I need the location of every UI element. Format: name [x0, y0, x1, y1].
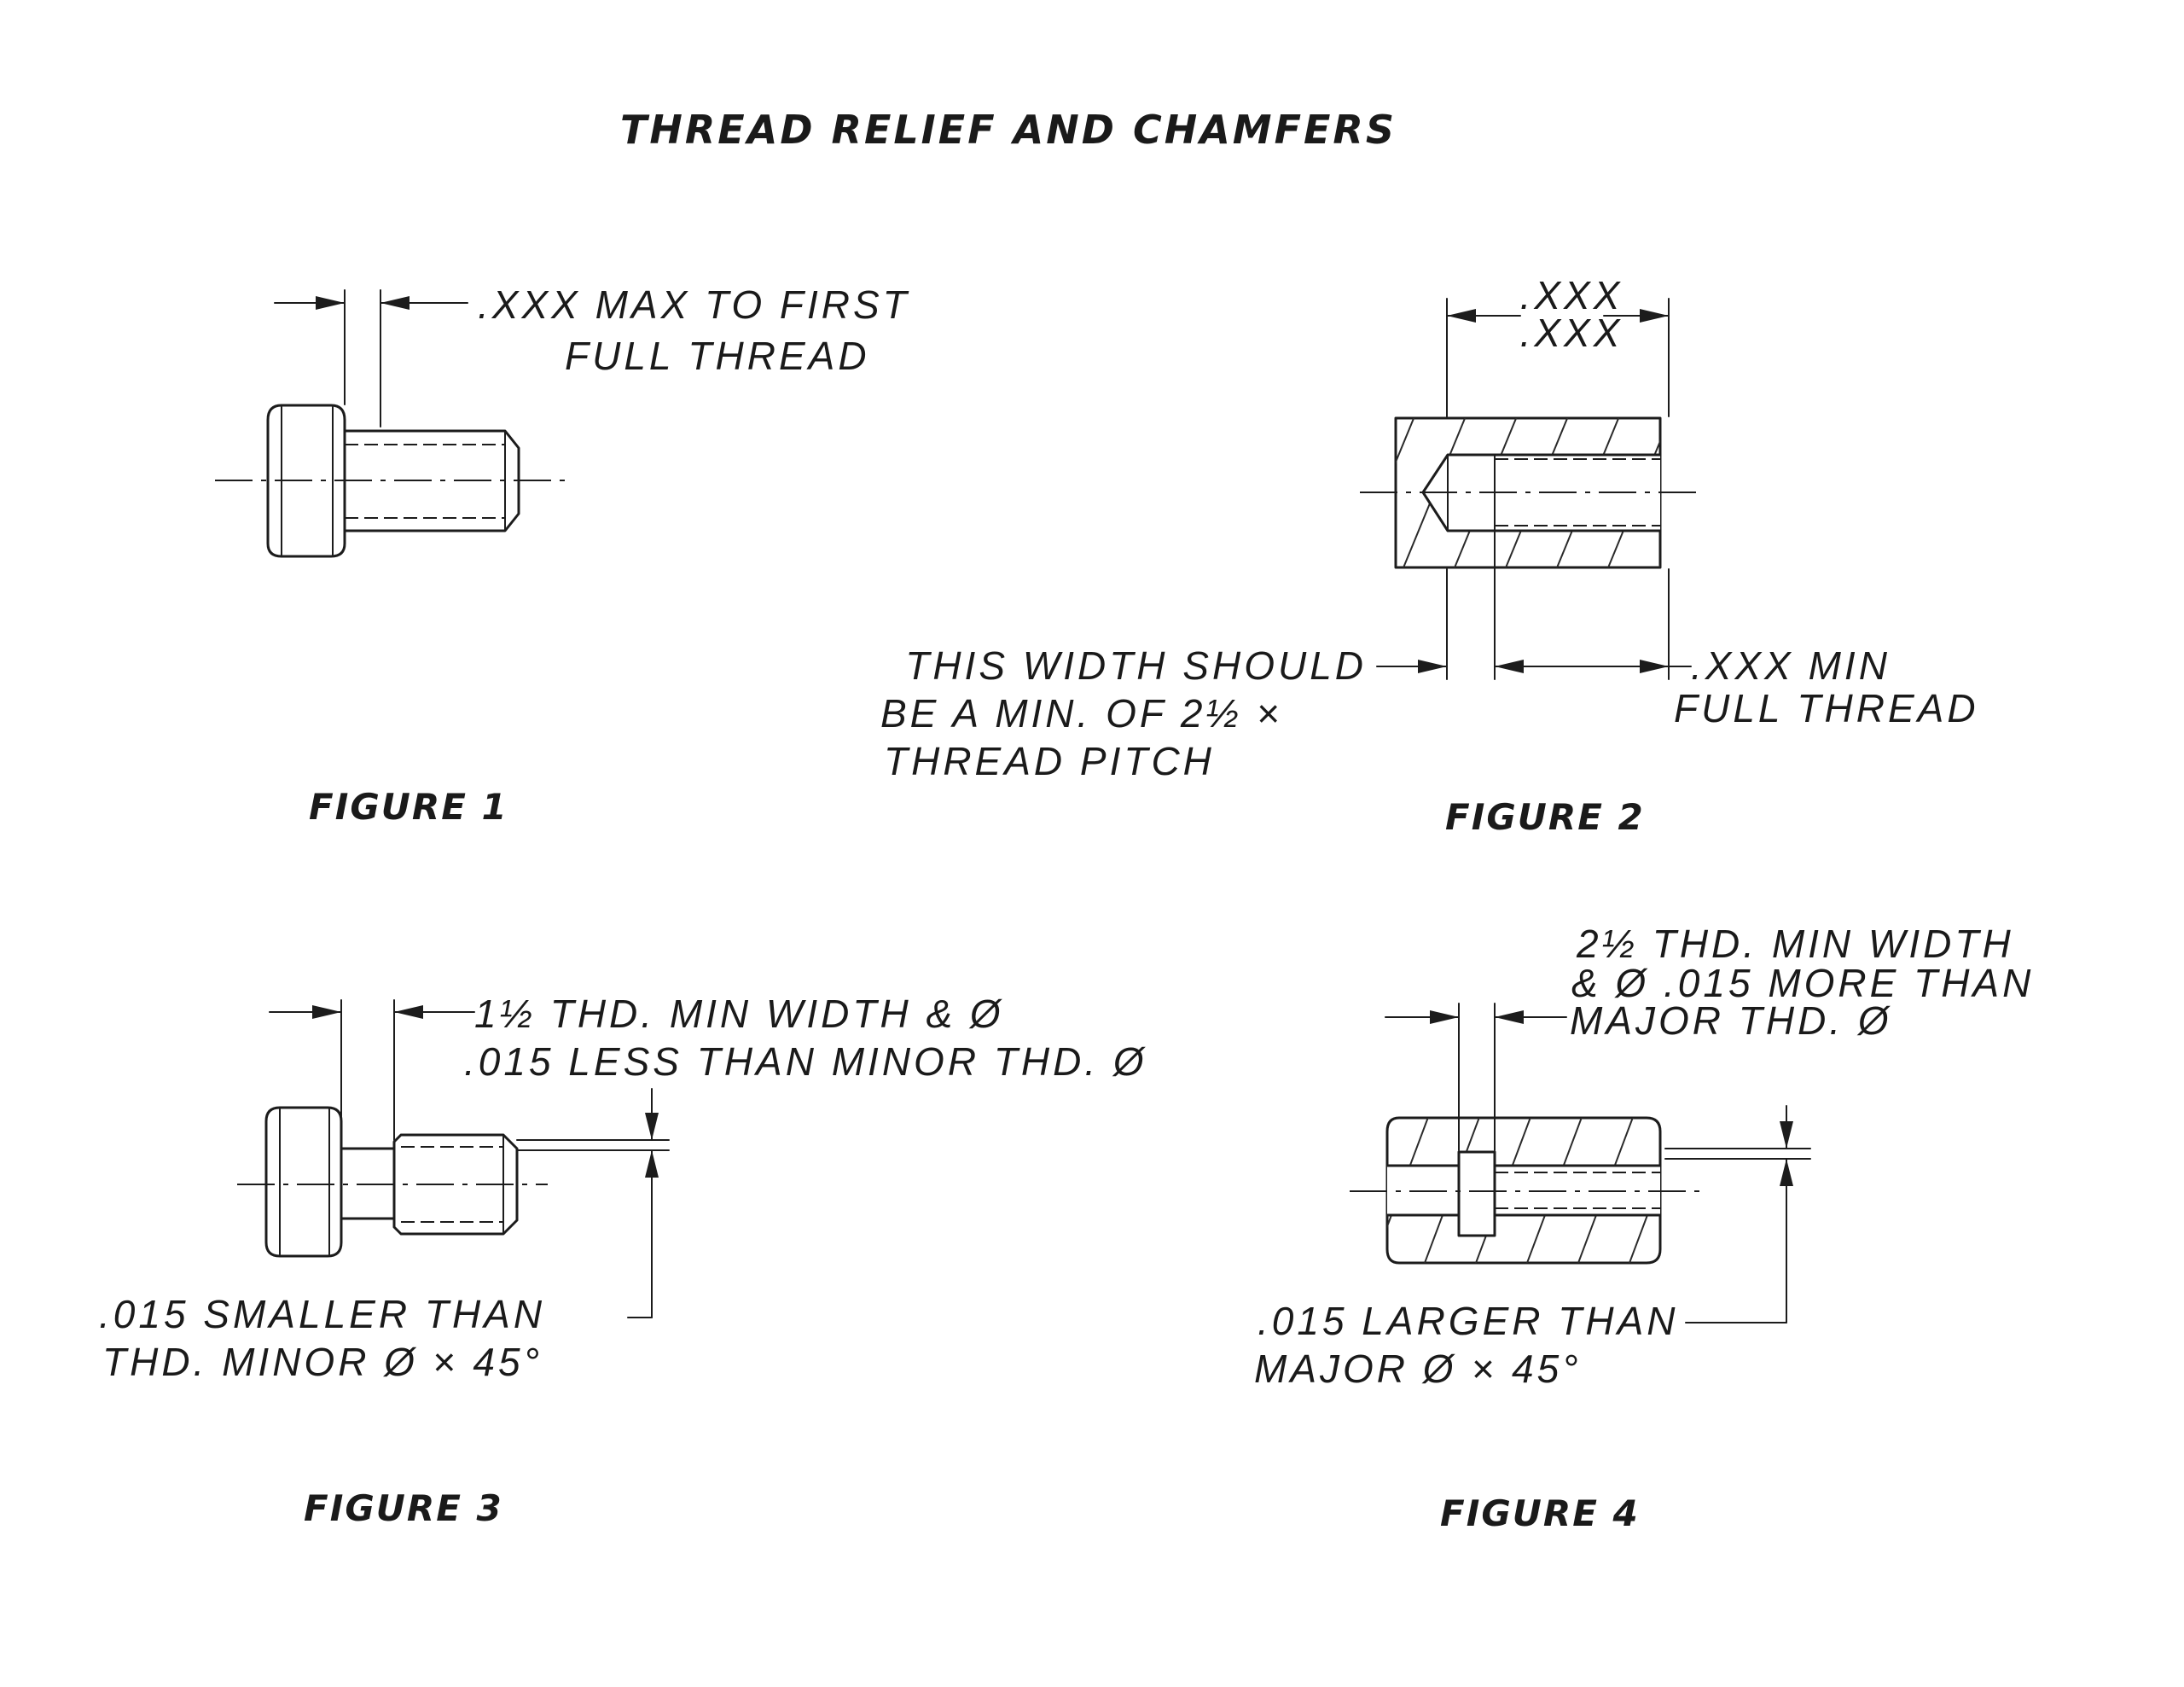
- figure-3-chamfer-note-line-2: THD. MINOR Ø × 45°: [102, 1340, 543, 1384]
- figure-2: .XXX .XXX THIS WIDTH SHOULD BE A MIN. OF…: [880, 273, 1979, 838]
- figure-4-caption: FIGURE 4: [1440, 1492, 1640, 1534]
- figure-2-thread-note-line-1: .XXX MIN: [1691, 643, 1891, 688]
- figure-3-width-note-line-1: 1½ THD. MIN WIDTH & Ø: [474, 992, 1004, 1036]
- figure-3-width-note-line-2: .015 LESS THAN MINOR THD. Ø: [464, 1039, 1147, 1084]
- figure-2-dimension-lower: .XXX: [1520, 311, 1623, 355]
- figure-4-part: [1350, 1116, 1699, 1265]
- figure-2-part: [1360, 416, 1699, 569]
- figure-2-width-note-line-2: BE A MIN. OF 2½ ×: [880, 691, 1283, 736]
- figure-1-part: [215, 404, 573, 558]
- figure-1-caption: FIGURE 1: [309, 786, 508, 828]
- figure-4-chamfer-note-line-1: .015 LARGER THAN: [1258, 1299, 1678, 1343]
- figure-3: 1½ THD. MIN WIDTH & Ø .015 LESS THAN MIN…: [99, 992, 1147, 1529]
- figure-4-width-note-line-1: 2½ THD. MIN WIDTH: [1576, 922, 2014, 966]
- figure-2-overall-dimension: [1446, 298, 1670, 417]
- figure-4: 2½ THD. MIN WIDTH & Ø .015 MORE THAN MAJ…: [1254, 922, 2034, 1534]
- figure-2-caption: FIGURE 2: [1445, 796, 1645, 838]
- figure-1-dimension: [274, 289, 468, 428]
- figure-4-width-dimension: [1385, 1003, 1567, 1151]
- figure-3-diameter-dimension: [516, 1088, 670, 1318]
- figure-2-dimension-upper: .XXX: [1520, 273, 1623, 317]
- figure-2-thread-note-line-2: FULL THREAD: [1674, 686, 1979, 730]
- figure-4-width-note-line-3: MAJOR THD. Ø: [1570, 998, 1892, 1043]
- figure-1-note-line-1: .XXX MAX TO FIRST: [478, 282, 910, 327]
- figure-1: .XXX MAX TO FIRST FULL THREAD FIGURE 1: [215, 282, 910, 828]
- figure-2-relief-dimension: [1376, 532, 1692, 680]
- figure-3-width-dimension: [269, 999, 475, 1148]
- figure-4-width-note-line-2: & Ø .015 MORE THAN: [1571, 961, 2034, 1005]
- figure-2-width-note-line-3: THREAD PITCH: [884, 739, 1215, 783]
- figure-4-chamfer-note-line-2: MAJOR Ø × 45°: [1254, 1347, 1582, 1391]
- figure-2-width-note-line-1: THIS WIDTH SHOULD: [905, 643, 1367, 688]
- figure-3-chamfer-note-line-1: .015 SMALLER THAN: [99, 1292, 545, 1336]
- figure-3-part: [237, 1106, 548, 1258]
- figure-4-diameter-dimension: [1664, 1105, 1811, 1323]
- figure-3-caption: FIGURE 3: [304, 1487, 503, 1529]
- sheet-title: THREAD RELIEF AND CHAMFERS: [620, 107, 1397, 153]
- figure-1-note-line-2: FULL THREAD: [565, 334, 870, 378]
